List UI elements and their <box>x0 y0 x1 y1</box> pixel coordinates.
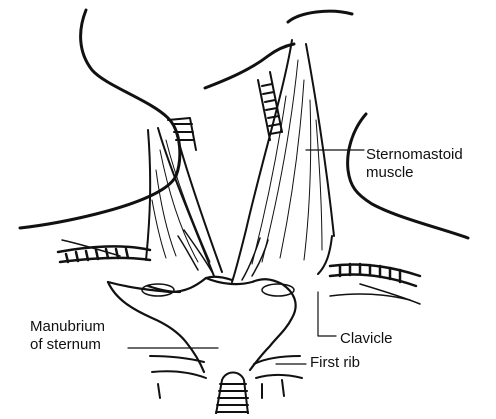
manubrium-label-line1: Manubrium <box>30 318 105 335</box>
right-neck-outline-upper <box>288 11 352 22</box>
sternomastoid-label-line2: muscle <box>366 164 414 181</box>
trachea <box>216 373 248 415</box>
jaw-outline <box>205 44 294 88</box>
right-sternomastoid-muscle <box>232 40 334 282</box>
first-rib-label: First rib <box>310 354 360 371</box>
manubrium-label-line2: of sternum <box>30 336 101 353</box>
clavicle-leader-line <box>318 292 336 336</box>
manubrium <box>108 277 296 372</box>
left-neck-outline <box>20 10 180 228</box>
left-sternomastoid-muscle <box>146 128 222 276</box>
left-clavicle <box>58 240 150 262</box>
sternomastoid-label-line1: Sternomastoid <box>366 146 463 163</box>
right-clavicle <box>330 264 420 304</box>
clavicle-label: Clavicle <box>340 330 393 347</box>
